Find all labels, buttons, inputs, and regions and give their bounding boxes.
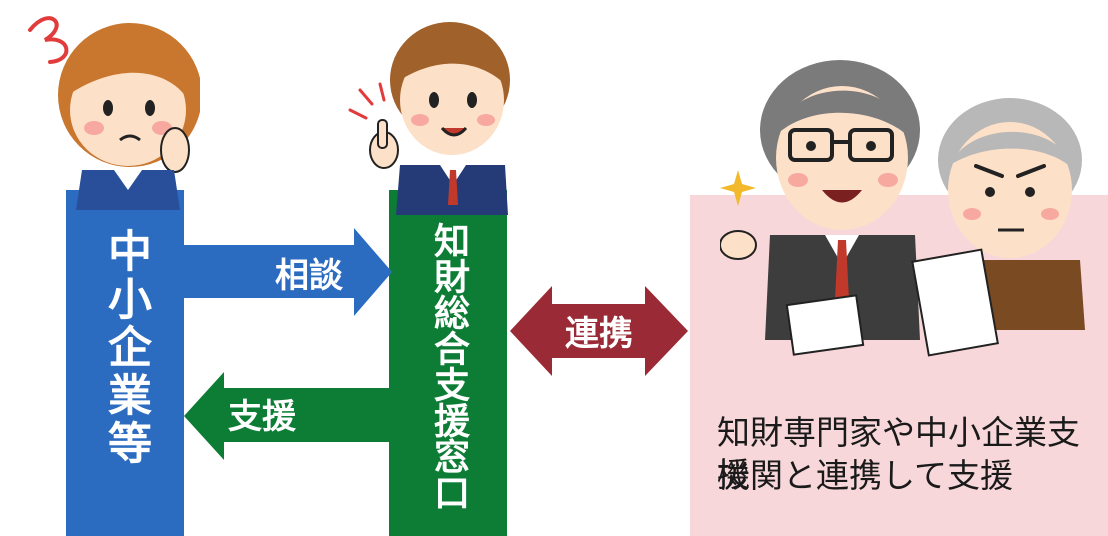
support-arrow — [184, 372, 389, 460]
collaborate-arrow-label: 連携 — [565, 314, 633, 354]
ip-desk-label: 知財総合支援窓口 — [428, 222, 469, 510]
ip-desk-column — [389, 190, 507, 536]
sparkle-icon — [720, 170, 756, 206]
pointing-advisor-icon — [348, 22, 510, 215]
expert-man-icon — [720, 60, 920, 356]
confused-woman-icon — [28, 16, 200, 210]
collaborate-arrow — [510, 286, 688, 376]
sme-label: 中小企業等 — [100, 228, 151, 468]
consult-arrow-label: 相談 — [275, 256, 344, 296]
elderly-expert-icon — [911, 98, 1085, 357]
experts-caption-line2: 機関と連携して支援 — [717, 456, 1014, 495]
documents-icon — [785, 294, 865, 356]
support-arrow-label: 支援 — [228, 397, 297, 437]
consult-arrow — [184, 228, 392, 316]
sme-column — [66, 190, 184, 536]
experts-caption-line1: 知財専門家や中小企業支援 — [717, 413, 1080, 494]
